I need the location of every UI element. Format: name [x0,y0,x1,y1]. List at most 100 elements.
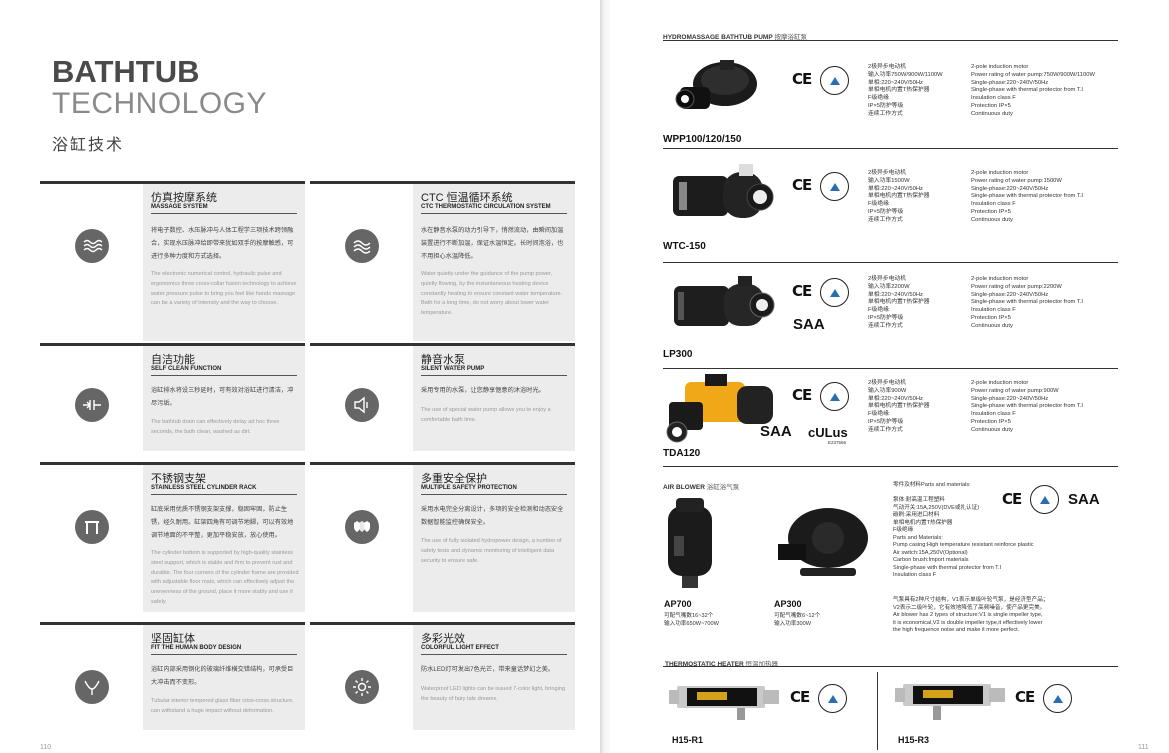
ce-mark: CE [792,176,812,194]
title-line1: BATHTUB [52,54,200,89]
air-blower-materials: 零件及材料Parts and materials: 泵体:耐高温工程塑料 气动开… [893,482,1034,578]
feature-self-clean: 自洁功能 SELF CLEAN FUNCTION 浴缸排水将设三秒延时，可有效对… [40,343,305,451]
title-line2: TECHNOLOGY [52,87,268,120]
feature-desc-en: Waterproof LED lights can be issued 7-co… [421,686,566,702]
certification-seal-icon [1030,485,1059,514]
feature-title-cn: 多彩光效 [421,633,465,645]
feature-colorful-light: 多彩光效 COLORFUL LIGHT EFFECT 防水LED灯可发出7色光芒… [310,622,575,730]
ce-mark: CE [792,386,812,404]
page-number-left: 110 [40,744,52,751]
drain-icon [75,388,109,422]
pump-spec-cn: 2极异步电动机 输入功率1500W 单相:220~240V/50Hz 单相电机内… [868,170,930,223]
certification-seal-icon [820,66,849,95]
pump-model-name: WPP100/120/150 [663,134,742,145]
air-blower-notes: 气泵具有2种尺寸结构，V1表示单级叶轮气泵，是经济型产品； V2表示二级叶轮，它… [893,597,1049,633]
feature-safety-protection: 多重安全保护 MULTIPLE SAFETY PROTECTION 采用水电完全… [310,462,575,612]
saa-mark: SAA [793,316,825,333]
pump-tda120-image [666,374,773,443]
pump-spec-en: 2-pole induction motor Power rating of w… [971,170,1084,223]
feature-title-cn: 多重安全保护 [421,473,487,485]
feature-desc-en: The bathtub drain can effectively delay … [151,419,280,435]
pump-model-name: WTC-150 [663,241,706,252]
book-gutter [600,0,610,753]
feature-title-cn: 不锈钢支架 [151,473,206,485]
feature-title-en: SELF CLEAN FUNCTION [151,366,222,372]
certification-seal-icon [818,684,847,713]
feature-title-en: STAINLESS STEEL CYLINDER RACK [151,485,257,491]
pump-section-title: HYDROMASSAGE BATHTUB PUMP 按摩浴缸泵 [663,34,807,41]
air-blower-ap300-image [778,508,868,576]
feature-massage-system: 仿真按摩系统 MASSAGE SYSTEM 将电子数控、水压脉冲与人体工程学三项… [40,181,305,341]
ce-mark: CE [1002,490,1022,508]
feature-title-cn: 静音水泵 [421,354,465,366]
certification-seal-icon [820,278,849,307]
feature-title-en: SILENT WATER PUMP [421,366,485,372]
heater-model-name: H15-R1 [672,735,704,745]
feature-title-cn: 坚固缸体 [151,633,195,645]
feature-title-en: MULTIPLE SAFETY PROTECTION [421,485,517,491]
air-blower-model-name: AP300 [774,599,802,609]
air-blower-section-title: AIR BLOWER 浴缸浴气泵 [663,484,740,491]
air-blower-model-spec: 可配气嘴数16~32个 输入功率650W~700W [664,613,719,627]
feature-desc-cn: 水在静音水泵的动力引导下，悄然流动，由瞬间加温装置进行不断加温，保证水温恒定。长… [421,227,564,260]
pump-spec-en: 2-pole induction motor Power rating of w… [971,64,1095,117]
feature-ctc-circulation: CTC 恒温循环系统 CTC THERMOSTATIC CIRCULATION … [310,181,575,341]
shield-icon [345,510,379,544]
feature-desc-en: The electronic numerical control, hydrau… [151,271,297,307]
ce-mark: CE [792,70,812,88]
air-blower-model-name: AP700 [664,599,692,609]
ce-mark: CE [790,688,810,706]
feature-title-en: MASSAGE SYSTEM [151,204,208,210]
feature-silent-pump: 静音水泵 SILENT WATER PUMP 采用专用的水泵，让您静享惬意的沐浴… [310,343,575,451]
left-page: BATHTUB TECHNOLOGY 浴缸技术 仿真按摩系统 MASSAGE S… [40,54,575,751]
title-cn: 浴缸技术 [52,137,125,154]
pump-spec-cn: 2极异步电动机 输入功率750W/900W/1100W 单相:220~240V/… [868,64,943,117]
heater-h15r3-image [895,684,1005,720]
feature-desc-cn: 采用水电完全分离设计，多项的安全检测和动态安全数据智能监控确保安全。 [421,506,564,526]
certification-seal-icon [1043,684,1072,713]
certification-seal-icon [820,382,849,411]
pump-wpp-image [675,60,757,109]
pump-spec-en: 2-pole induction motor Power rating of w… [971,276,1084,329]
pump-model-name: LP300 [663,349,693,360]
feature-desc-en: Tubular interior tempered glass fiber cr… [151,698,294,714]
page-number-right: 111 [1138,744,1149,751]
right-page: HYDROMASSAGE BATHTUB PUMP 按摩浴缸泵 WPP100/1… [610,0,1169,753]
feature-desc-cn: 浴缸排水将设三秒延时，可有效对浴缸进行清洁，冲尽污垢。 [151,387,294,407]
pump-spec-en: 2-pole induction motor Power rating of w… [971,380,1084,433]
pump-wtc-image [673,164,774,218]
feature-desc-cn: 浴缸内部采用钢化的玻璃纤维横交错结构，可承受巨大冲击而不变形。 [151,666,294,686]
ce-mark: CE [1015,688,1035,706]
certification-seal-icon [820,172,849,201]
feature-desc-en: The cylinder bottom is supported by high… [151,550,299,605]
saa-mark: SAA [760,423,792,440]
feature-title-en: FIT THE HUMAN BODY DESIGN [151,645,242,651]
feature-desc-en: The use of special water pump allows you… [421,407,551,423]
feature-title-cn: 自洁功能 [151,354,195,366]
ce-mark: CE [792,282,812,300]
air-blower-ap700-image [668,498,712,588]
speaker-mute-icon [345,388,379,422]
feature-desc-en: The use of fully isolated hydropower des… [421,538,562,564]
rack-icon [75,510,109,544]
cul-mark: cULus [808,425,848,440]
feature-title-en: CTC THERMOSTATIC CIRCULATION SYSTEM [421,204,551,210]
feature-title-cn: 仿真按摩系统 [151,192,217,204]
feature-body-design: 坚固缸体 FIT THE HUMAN BODY DESIGN 浴缸内部采用钢化的… [40,622,305,730]
air-blower-model-spec: 可配气嘴数6~12个 输入功率300W [774,613,821,627]
pump-model-name: TDA120 [663,448,701,459]
feature-desc-cn: 将电子数控、水压脉冲与人体工程学三项技术跨领融合，实现水压脉冲给即带来犹如双手的… [151,227,294,260]
corner-icon [75,670,109,704]
pump-spec-cn: 2极异步电动机 输入功率900W 单相:220~240V/50Hz 单相电机内置… [868,380,930,433]
heater-h15r1-image [669,686,779,720]
massage-icon [75,229,109,263]
feature-title-en: COLORFUL LIGHT EFFECT [421,645,499,651]
feature-stainless-rack: 不锈钢支架 STAINLESS STEEL CYLINDER RACK 缸底采用… [40,462,305,612]
feature-desc-en: Water quietly under the guidance of the … [421,271,563,317]
heater-model-name: H15-R3 [898,735,930,745]
pump-spec-cn: 2极异步电动机 输入功率2200W 单相:220~240V/50Hz 单相电机内… [868,276,930,329]
feature-desc-cn: 采用专用的水泵，让您静享惬意的沐浴时光。 [421,387,545,394]
sun-light-icon [345,670,379,704]
feature-desc-cn: 缸底采用优质不锈钢支架支撑，稳固牢固，防止生锈，经久耐用。缸架四角有可调节地脚，… [151,506,294,539]
cul-code: E237566 [828,440,847,445]
